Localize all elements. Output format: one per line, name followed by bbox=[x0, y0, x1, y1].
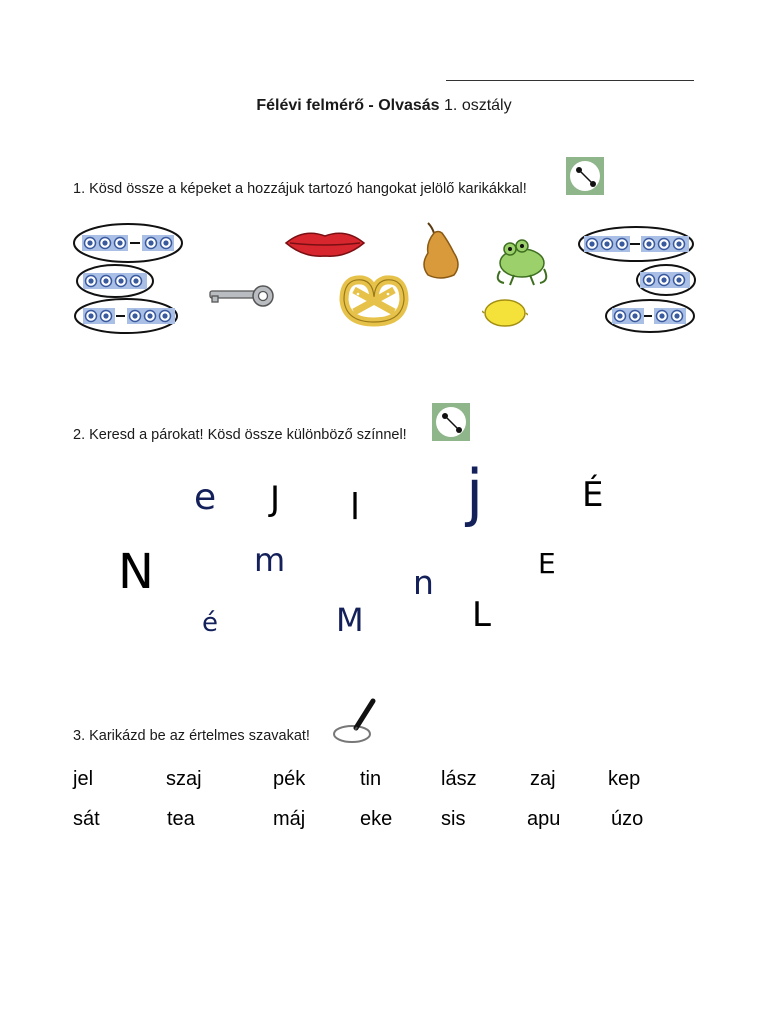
letter-e-acute[interactable]: é bbox=[202, 608, 218, 638]
word-item[interactable]: zaj bbox=[530, 768, 556, 790]
word-item[interactable]: máj bbox=[273, 808, 306, 830]
letter-e[interactable]: e bbox=[194, 477, 217, 518]
frog-icon bbox=[496, 239, 548, 286]
word-item[interactable]: tea bbox=[167, 808, 195, 830]
lemon-icon bbox=[482, 299, 528, 327]
task2-instruction: 2. Keresd a párokat! Kösd össze különböz… bbox=[73, 427, 407, 443]
lips-icon bbox=[284, 232, 366, 257]
letter-L[interactable]: L bbox=[472, 595, 491, 635]
sound-pattern-ovals bbox=[73, 223, 696, 334]
word-item[interactable]: kep bbox=[608, 768, 641, 790]
word-item[interactable]: lász bbox=[441, 768, 477, 790]
word-item[interactable]: úzo bbox=[611, 808, 644, 830]
letter-E-acute[interactable]: É bbox=[582, 475, 604, 515]
task3-instruction: 3. Karikázd be az értelmes szavakat! bbox=[73, 728, 310, 744]
word-item[interactable]: apu bbox=[527, 808, 561, 830]
pear-icon bbox=[423, 222, 459, 279]
word-item[interactable]: tin bbox=[360, 768, 382, 790]
page-title: Félévi felmérő - Olvasás 1. osztály bbox=[256, 97, 512, 114]
word-item[interactable]: sis bbox=[441, 808, 466, 830]
letter-l[interactable]: l bbox=[350, 487, 361, 528]
pretzel-icon bbox=[339, 275, 409, 327]
circle-pencil-icon bbox=[333, 698, 376, 743]
letter-E[interactable]: E bbox=[538, 547, 556, 580]
task1-instruction: 1. Kösd össze a képeket a hozzájuk tarto… bbox=[73, 181, 527, 197]
name-line[interactable] bbox=[446, 70, 694, 81]
connect-dots-icon bbox=[566, 157, 604, 195]
word-item[interactable]: pék bbox=[273, 768, 306, 790]
key-icon bbox=[209, 285, 274, 307]
letter-J[interactable]: J bbox=[270, 479, 281, 519]
letter-n[interactable]: n bbox=[413, 563, 434, 602]
letter-N[interactable]: N bbox=[118, 544, 154, 600]
connect-dots-icon-2 bbox=[432, 403, 470, 441]
word-item[interactable]: szaj bbox=[166, 768, 202, 790]
letter-m[interactable]: m bbox=[254, 541, 286, 579]
word-item[interactable]: eke bbox=[360, 808, 393, 830]
word-item[interactable]: sát bbox=[73, 808, 100, 830]
word-item[interactable]: jel bbox=[73, 768, 94, 790]
letter-M[interactable]: M bbox=[336, 601, 364, 639]
letter-j[interactable]: j bbox=[466, 456, 484, 529]
